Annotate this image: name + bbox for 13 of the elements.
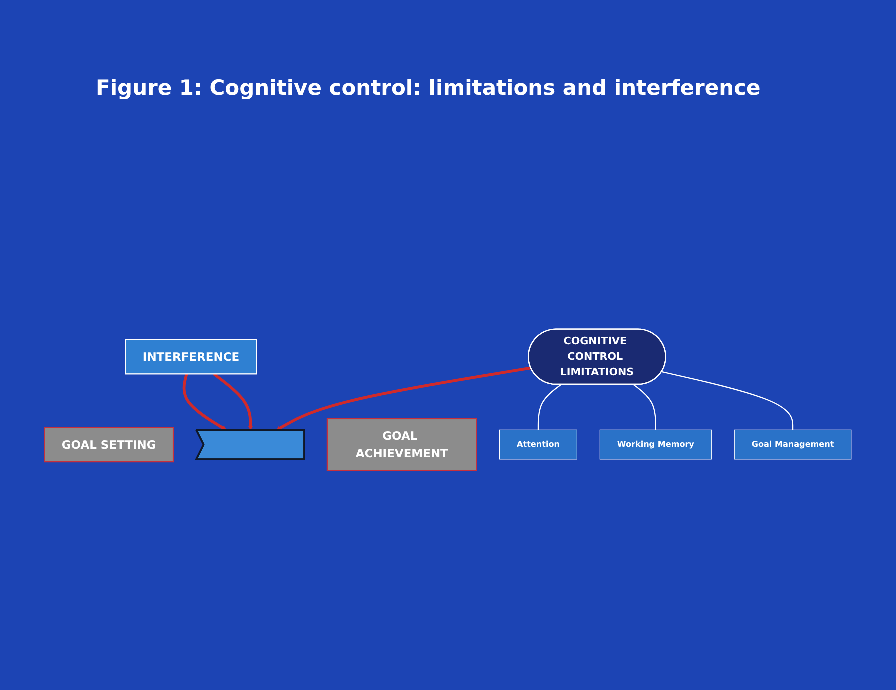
node-box: Goal Management — [734, 430, 852, 460]
connector — [538, 384, 562, 430]
node-box: INTERFERENCE — [125, 339, 258, 375]
node-box: GOAL ACHIEVEMENT — [326, 418, 478, 472]
arrow — [276, 366, 532, 431]
node-box: GOAL SETTING — [44, 427, 174, 463]
node-box: Working Memory — [600, 430, 712, 460]
node-box: Attention — [500, 430, 578, 460]
figure-title: Figure 1: Cognitive control: limitations and interference — [96, 76, 761, 100]
connector — [662, 371, 794, 430]
connector — [633, 384, 656, 430]
arrow — [182, 374, 227, 431]
arrow — [213, 373, 254, 431]
